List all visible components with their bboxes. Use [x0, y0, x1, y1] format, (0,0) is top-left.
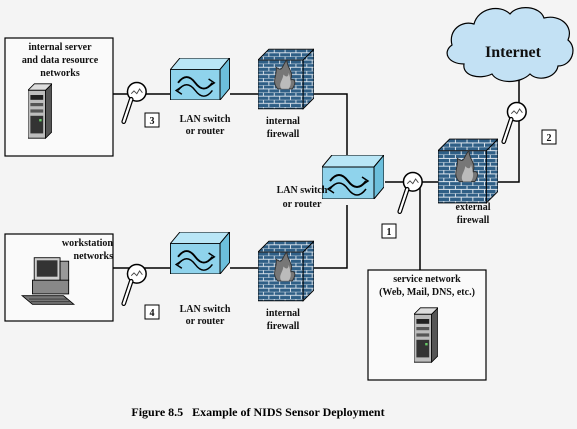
- internet-label: Internet: [485, 44, 542, 61]
- sensor-1-badge: [381, 223, 397, 239]
- workstation-network: workstation networks: [4, 233, 114, 322]
- lan-switch-top: LAN switch or router: [170, 58, 231, 137]
- magnifier-icon: [124, 264, 146, 303]
- internal-firewall-top-label-1: internal: [266, 116, 300, 127]
- firewall-icon-top: [258, 48, 314, 110]
- sensor-2: 2: [504, 102, 557, 145]
- switch-icon-center: [322, 155, 384, 199]
- lan-switch-bottom-label-1: LAN switch: [180, 304, 231, 315]
- lan-switch-center-label-1: LAN switch: [277, 185, 328, 196]
- switch-icon-bottom: [170, 232, 230, 274]
- lan-switch-bottom-label-2: or router: [186, 316, 225, 327]
- switch-icon-top: [170, 58, 230, 100]
- internal-server-label-3: networks: [40, 68, 80, 79]
- server-icon: [28, 83, 52, 139]
- sensor-4: 4: [124, 264, 160, 320]
- sensor-4-badge: [144, 304, 160, 320]
- sensor-2-badge: [541, 129, 557, 145]
- sensor-1: 1: [381, 172, 422, 239]
- link-external-internet: [492, 58, 520, 183]
- external-firewall-label-2: firewall: [457, 215, 490, 226]
- lan-switch-top-label-1: LAN switch: [180, 114, 231, 125]
- internal-firewall-bottom-label-1: internal: [266, 308, 300, 319]
- magnifier-icon: [400, 172, 422, 211]
- magnifier-icon: [124, 82, 146, 121]
- external-firewall-label-1: external: [456, 202, 491, 213]
- lan-switch-center: LAN switch or router: [277, 155, 384, 210]
- workstation-label-2: networks: [74, 251, 114, 262]
- service-network-label-1: service network: [393, 274, 461, 285]
- firewall-icon-bottom: [258, 240, 314, 302]
- sensor-4-number: 4: [150, 308, 155, 319]
- sensor-1-number: 1: [387, 227, 392, 238]
- internal-server-label-2: and data resource: [22, 55, 99, 66]
- connection-lines: [113, 58, 520, 270]
- sensor-3-number: 3: [150, 116, 155, 127]
- internet-cloud: Internet: [446, 7, 574, 83]
- internal-server-box: [4, 37, 114, 157]
- service-network-label-2: (Web, Mail, DNS, etc.): [379, 287, 475, 298]
- external-firewall: external firewall: [438, 138, 498, 226]
- service-network: service network (Web, Mail, DNS, etc.): [367, 269, 487, 381]
- internal-firewall-bottom-label-2: firewall: [267, 321, 300, 332]
- lan-switch-bottom: LAN switch or router: [170, 232, 231, 327]
- workstation-label-1: workstation: [62, 238, 114, 249]
- internal-firewall-top: internal firewall: [258, 48, 314, 140]
- sensor-3-badge: [144, 112, 160, 128]
- figure-caption: Figure 8.5 Example of NIDS Sensor Deploy…: [131, 405, 384, 419]
- internal-server-label-1: internal server: [28, 42, 92, 53]
- lan-switch-top-label-2: or router: [186, 126, 225, 137]
- firewall-icon-external: [438, 138, 498, 204]
- sensor-3: 3: [124, 82, 160, 128]
- lan-switch-center-label-2: or router: [283, 199, 322, 210]
- internal-firewall-top-label-2: firewall: [267, 129, 300, 140]
- sensor-2-number: 2: [547, 133, 552, 144]
- link-firewall-center-bottom: [308, 205, 348, 269]
- internal-firewall-bottom: internal firewall: [258, 240, 314, 332]
- service-server-icon: [414, 307, 438, 363]
- internal-server-network: internal server and data resource networ…: [4, 37, 114, 157]
- magnifier-icon: [504, 102, 526, 141]
- link-firewall-center-top: [308, 93, 348, 160]
